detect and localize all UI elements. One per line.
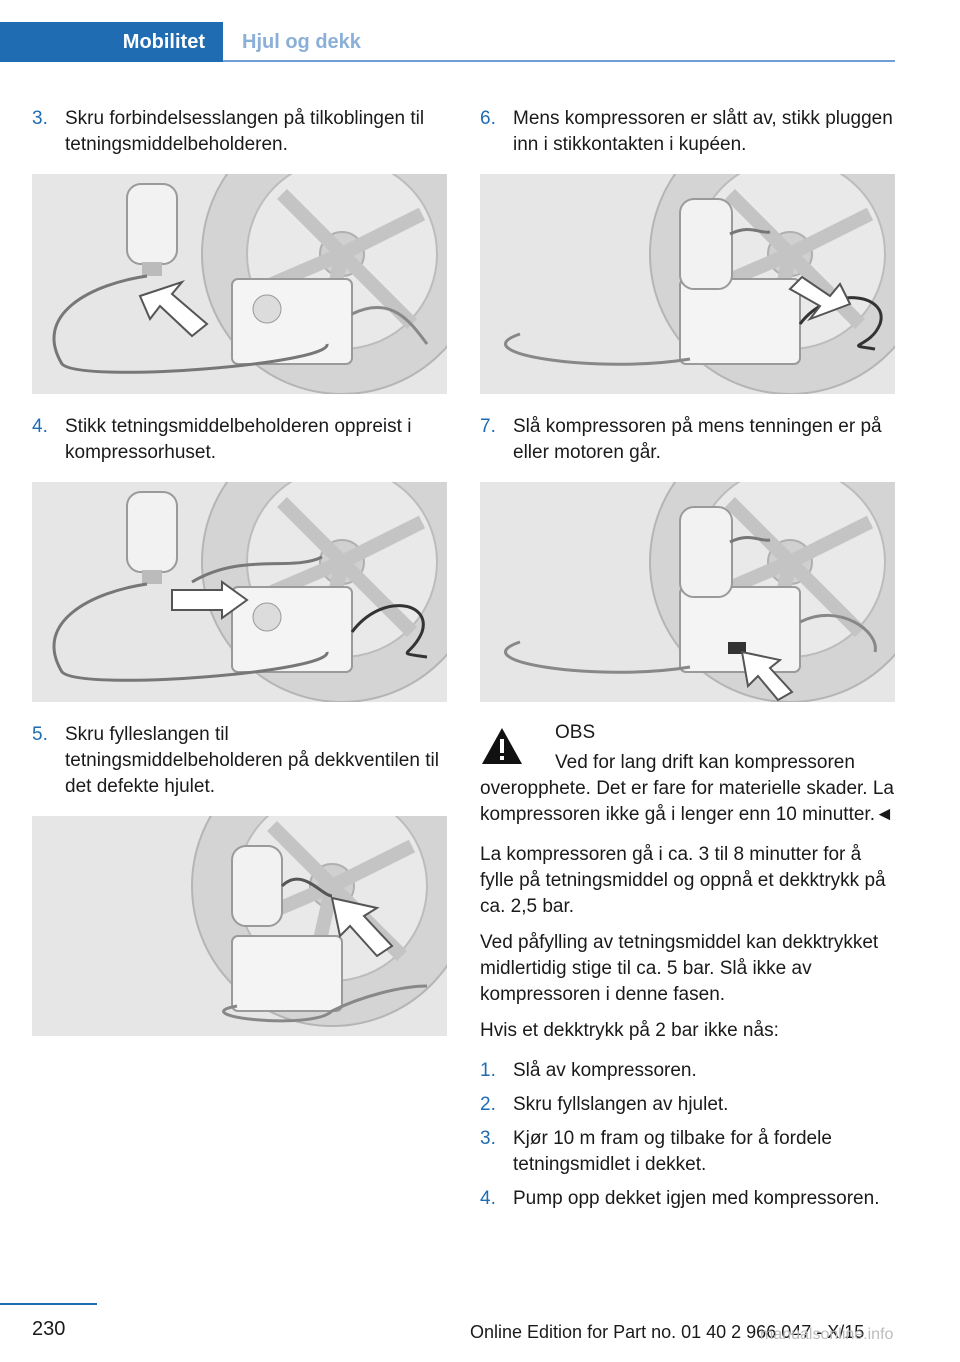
step-3: 3. Skru forbindelsesslangen på tilkoblin…	[32, 106, 447, 158]
arrow-indicator-icon	[330, 896, 394, 958]
tab-mobilitet[interactable]: Mobilitet	[0, 22, 223, 62]
step-text: Mens kompressoren er slått av, stikk plu…	[513, 108, 893, 155]
warning-text: Ved for lang drift kan kompressoren over…	[480, 750, 895, 828]
warning-text-first: Ved for lang drift kan kompressoren	[555, 752, 855, 773]
step-number: 3.	[480, 1128, 496, 1149]
warning-text-rest: overopphete. Det er fare for materielle …	[480, 778, 895, 825]
illustration-container-insert	[32, 482, 447, 702]
sub-step-4: 4. Pump opp dekket igjen med kompressore…	[480, 1186, 895, 1212]
arrow-indicator-icon	[788, 275, 852, 322]
sub-step-3: 3. Kjør 10 m fram og tilbake for å forde…	[480, 1126, 895, 1178]
paragraph: Hvis et dekktrykk på 2 bar ikke nås:	[480, 1020, 779, 1041]
step-text: Slå kompressoren på mens tenningen er på…	[513, 416, 882, 463]
illustration-valve-connect	[32, 816, 447, 1036]
step-text: Skru fyllslangen av hjulet.	[513, 1094, 729, 1115]
paragraph: La kompressoren gå i ca. 3 til 8 minutte…	[480, 844, 886, 917]
compressor-illustration	[504, 174, 895, 394]
footer-divider	[0, 1303, 97, 1305]
tab-hjul-og-dekk[interactable]: Hjul og dekk	[242, 30, 361, 53]
sub-step-2: 2. Skru fyllslangen av hjulet.	[480, 1092, 895, 1118]
step-text: Skru fylleslangen til tetningsmiddelbeho…	[65, 724, 439, 797]
step-text: Pump opp dekket igjen med kompressoren.	[513, 1188, 880, 1209]
arrow-indicator-icon	[171, 580, 249, 620]
page-number: 230	[32, 1318, 66, 1340]
step-number: 2.	[480, 1094, 496, 1115]
warning-triangle-icon	[482, 728, 522, 764]
compressor-illustration	[52, 482, 447, 702]
step-6: 6. Mens kompressoren er slått av, stikk …	[480, 106, 895, 158]
illustration-plug-socket	[480, 174, 895, 394]
step-4: 4. Stikk tetningsmiddelbeholderen opprei…	[32, 414, 447, 466]
step-number: 4.	[32, 416, 48, 437]
step-text: Skru forbindelsesslangen på tilkoblingen…	[65, 108, 425, 155]
left-column: 3. Skru forbindelsesslangen på tilkoblin…	[32, 100, 447, 1036]
right-column: 6. Mens kompressoren er slått av, stikk …	[480, 100, 895, 1212]
arrow-indicator-icon	[138, 279, 209, 338]
step-number: 4.	[480, 1188, 496, 1209]
watermark: manualsonline.info	[760, 1326, 894, 1343]
step-number: 7.	[480, 416, 496, 437]
header-divider	[223, 60, 895, 62]
warning-title: OBS	[555, 722, 596, 743]
step-5: 5. Skru fylleslangen til tetningsmiddelb…	[32, 722, 447, 800]
step-text: Kjør 10 m fram og tilbake for å fordele …	[513, 1128, 832, 1175]
sub-step-1: 1. Slå av kompressoren.	[480, 1058, 895, 1084]
page-header: Mobilitet Hjul og dekk	[0, 22, 895, 62]
illustration-hose-connect	[32, 174, 447, 394]
compressor-illustration	[52, 174, 447, 394]
warning-box: OBS Ved for lang drift kan kompressoren …	[480, 720, 895, 828]
compressor-illustration	[504, 482, 895, 702]
step-text: Slå av kompressoren.	[513, 1060, 697, 1081]
illustration-switch-on	[480, 482, 895, 702]
edition-text: Online Edition for Part no. 01 40 2 966 …	[470, 1322, 865, 1342]
paragraph: Ved påfylling av tetningsmiddel kan dekk…	[480, 932, 879, 1005]
step-number: 1.	[480, 1060, 496, 1081]
step-number: 6.	[480, 108, 496, 129]
step-text: Stikk tetningsmiddelbeholderen oppreist …	[65, 416, 412, 463]
step-7: 7. Slå kompressoren på mens tenningen er…	[480, 414, 895, 466]
compressor-illustration	[191, 816, 447, 1027]
step-number: 5.	[32, 724, 48, 745]
step-number: 3.	[32, 108, 48, 129]
arrow-indicator-icon	[740, 650, 794, 702]
